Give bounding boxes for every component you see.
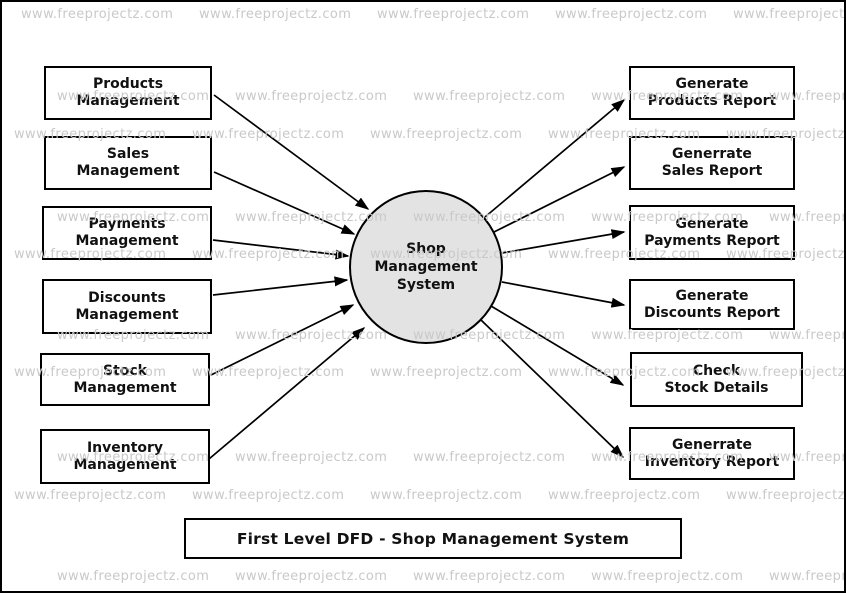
output-generate-payments-report-label: Generate Payments Report (644, 215, 780, 249)
entity-payments-management-label: Payments Management (75, 216, 179, 249)
output-check-stock-details: Check Stock Details (630, 352, 803, 407)
flow-arrow-out-5 (490, 305, 625, 386)
flow-arrow-in-3 (212, 239, 350, 260)
entity-sales-management-label: Sales Management (76, 146, 180, 179)
flow-arrow-out-6 (480, 319, 625, 459)
process-label: Shop Management System (374, 241, 478, 293)
output-generate-sales-report: Generrate Sales Report (629, 136, 795, 190)
flow-arrow-out-4 (501, 281, 626, 308)
entity-inventory-management: Inventory Management (40, 429, 210, 484)
flow-arrow-out-3 (501, 229, 626, 254)
flow-arrow-in-2 (213, 171, 356, 235)
flow-arrow-in-5 (210, 304, 355, 376)
entity-stock-management-label: Stock Management (73, 362, 177, 396)
flow-arrow-out-2 (493, 166, 626, 233)
flow-arrow-out-1 (484, 99, 626, 218)
process-shop-management-system: Shop Management System (349, 190, 503, 344)
output-generate-products-report-label: Generate Products Report (647, 76, 777, 109)
output-generate-inventory-report-label: Generrate Inventory Report (644, 436, 780, 470)
flow-arrow-in-1 (213, 94, 370, 210)
output-generate-discounts-report: Generate Discounts Report (629, 279, 795, 330)
diagram-caption: First Level DFD - Shop Management System (236, 529, 630, 548)
output-generate-sales-report-label: Generrate Sales Report (661, 146, 763, 179)
entity-payments-management: Payments Management (42, 206, 212, 260)
entity-stock-management: Stock Management (40, 353, 210, 406)
output-check-stock-details-label: Check Stock Details (664, 362, 769, 396)
output-generate-payments-report: Generate Payments Report (629, 205, 795, 260)
output-generate-inventory-report: Generrate Inventory Report (629, 427, 795, 480)
entity-products-management: Products Management (44, 66, 212, 120)
entity-sales-management: Sales Management (44, 136, 212, 190)
diagram-caption-box: First Level DFD - Shop Management System (184, 518, 682, 559)
flow-arrow-in-6 (208, 327, 366, 460)
flow-arrow-in-4 (212, 276, 349, 296)
entity-products-management-label: Products Management (76, 76, 180, 109)
entity-discounts-management-label: Discounts Management (75, 289, 179, 323)
output-generate-products-report: Generate Products Report (629, 66, 795, 120)
entity-inventory-management-label: Inventory Management (73, 439, 177, 473)
entity-discounts-management: Discounts Management (42, 279, 212, 334)
output-generate-discounts-report-label: Generate Discounts Report (643, 287, 780, 321)
